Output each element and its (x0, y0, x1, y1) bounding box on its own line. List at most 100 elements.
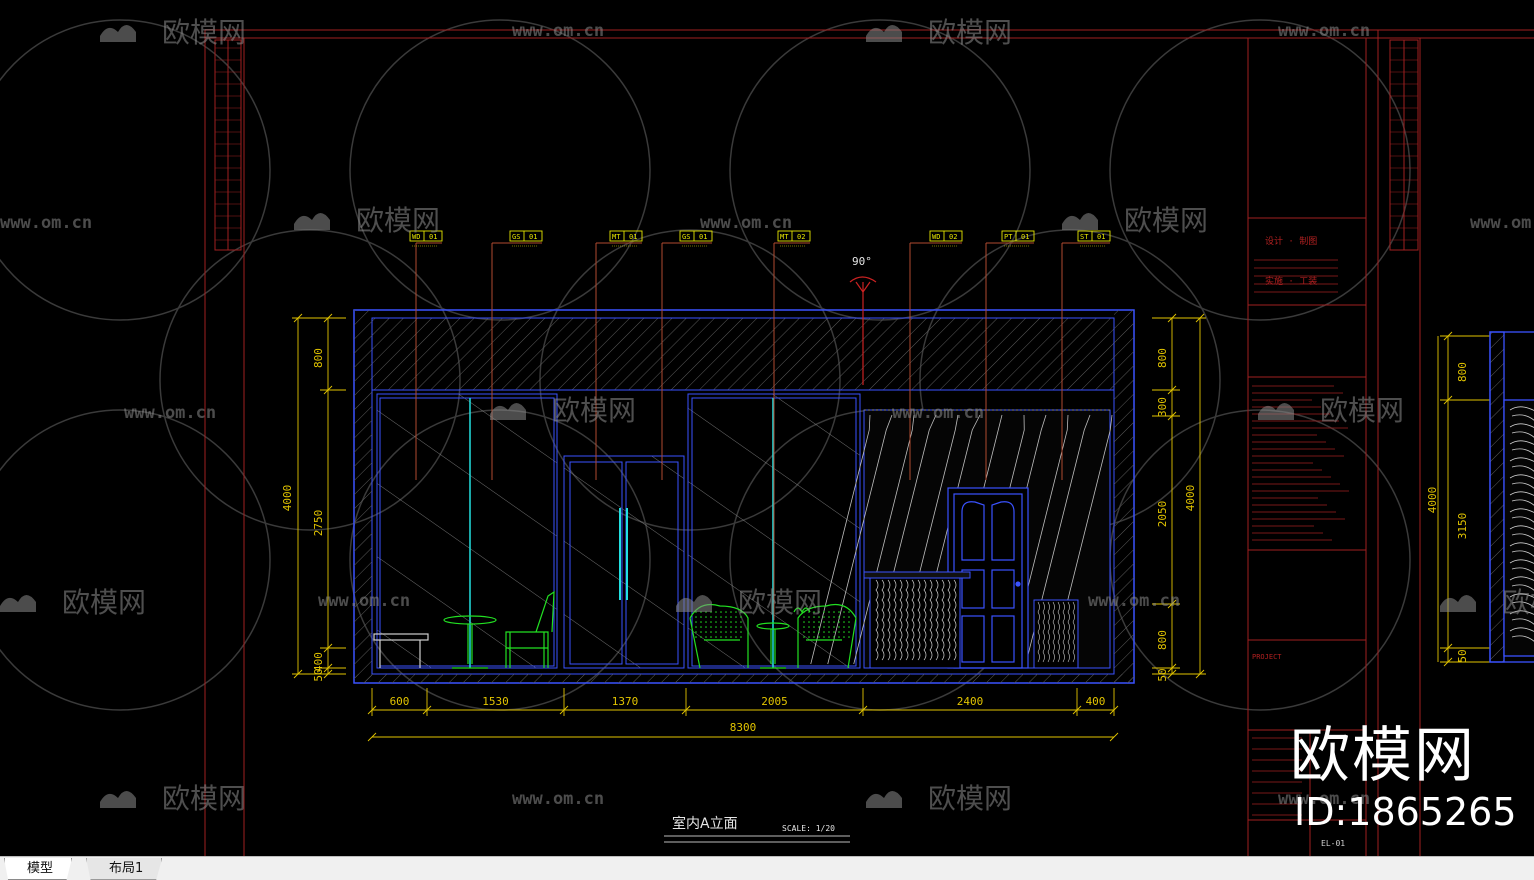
watermark-brand-text: 欧模网 (1124, 204, 1208, 237)
watermark-url: www.om.cn (1470, 213, 1534, 233)
material-tag-6: WD 02 (929, 230, 963, 247)
tab-model[interactable]: 模型 (4, 858, 73, 880)
dimension-value: 4000 (1184, 485, 1197, 512)
double-door (563, 455, 685, 669)
watermark-id: ID:1865265 (1294, 790, 1517, 834)
material-leaders (415, 242, 1110, 620)
material-tag-code: GS (512, 233, 520, 241)
dimension-value: 3150 (1456, 513, 1469, 540)
cad-model-space[interactable]: 设计 · 制图 实施 · 工装 PROJECT EL-01 (0, 0, 1534, 856)
material-tag-num: 01 (699, 233, 707, 241)
watermark-url: www.om.cn (1088, 591, 1180, 611)
dimension-value: 2005 (761, 695, 788, 708)
material-tag-code: MT (780, 233, 789, 241)
material-tag-num: 01 (429, 233, 437, 241)
watermark-brand-large: 欧模网 (1290, 721, 1476, 791)
title-block (1248, 217, 1366, 856)
material-tag-code: MT (612, 233, 621, 241)
material-tag-4: GS 01 (679, 230, 713, 247)
material-tag-code: WD (932, 233, 940, 241)
decorative-panel (1509, 406, 1534, 642)
watermark-url: www.om.cn (512, 789, 604, 809)
material-tag-3: MT 01 (609, 230, 643, 247)
counter-wood (875, 579, 957, 661)
tb-construct-header: 实施 · 工装 (1265, 275, 1317, 287)
drawing-title: 室内A立面 (672, 815, 738, 832)
watermark-brand-text: 欧模网 (162, 782, 246, 815)
watermark-brand: 欧模网 (490, 394, 636, 427)
title-block-notes (1252, 259, 1349, 816)
watermarks: 欧模网欧模网欧模网欧模网欧模网欧模网欧模网欧模网欧模网欧模网欧模网www.om.… (0, 16, 1534, 815)
dimension-value: 2400 (957, 695, 984, 708)
angle-label: 90° (852, 255, 872, 268)
tb-sheet-no: EL-01 (1321, 839, 1345, 848)
dimension-value: 50 (1156, 668, 1169, 681)
material-tag-7: PT 01 (1001, 230, 1035, 247)
dimension-value: 2750 (312, 510, 325, 537)
scale-label: SCALE: 1/20 (782, 824, 835, 833)
watermark-brand-text: 欧模网 (552, 394, 636, 427)
elevation-drawing: 设计 · 制图 实施 · 工装 PROJECT EL-01 (0, 16, 1534, 856)
watermark-brand: 欧模网 (866, 782, 1012, 815)
furniture (373, 590, 857, 669)
watermark-url: www.om.cn (512, 21, 604, 41)
watermark-brand: 欧模网 (1258, 394, 1404, 427)
watermark-url: www.om.cn (124, 403, 216, 423)
watermark-brand: 欧模网 (0, 586, 146, 619)
watermark-brand-text: 欧模网 (928, 16, 1012, 49)
dimension-value: 800 (312, 348, 325, 368)
material-tag-num: 01 (1097, 233, 1105, 241)
watermark-brand: 欧模网 (1440, 586, 1534, 619)
material-tag-5: MT 02 (777, 230, 811, 247)
watermark-url: www.om.cn (1278, 789, 1370, 809)
chair-pattern (695, 611, 850, 638)
material-tag-num: 01 (629, 233, 637, 241)
dimension-value: 1370 (612, 695, 639, 708)
watermark-brand-text: 欧模网 (356, 204, 440, 237)
layout-tab-bar: 模型 布局1 (0, 856, 1534, 880)
dimension-value: 800 (1456, 362, 1469, 382)
dimension-value: 300 (1156, 397, 1169, 417)
material-tag-num: 02 (797, 233, 805, 241)
watermark-brand: 欧模网 (294, 204, 440, 237)
angle-marker (849, 276, 877, 385)
watermark-url: www.om.cn (1278, 21, 1370, 41)
sheet-border (204, 29, 1534, 856)
watermark-brand-text: 欧模网 (1320, 394, 1404, 427)
dimension-value: 4000 (281, 485, 294, 512)
material-tag-8: ST 01 (1077, 230, 1111, 247)
dimension-value: 50 (312, 668, 325, 681)
watermark-brand: 欧模网 (100, 782, 246, 815)
dimension-value: 1530 (482, 695, 509, 708)
watermark-brand-text: 欧模网 (162, 16, 246, 49)
material-tag-code: GS (682, 233, 690, 241)
tab-layout1[interactable]: 布局1 (86, 858, 163, 880)
watermark-brand-text: 欧模网 (1502, 586, 1534, 619)
watermark-url: www.om.cn (892, 403, 984, 423)
reception-counter (863, 571, 971, 669)
watermark-brand-text: 欧模网 (62, 586, 146, 619)
watermark-url: www.om.cn (700, 213, 792, 233)
tb-project-label: PROJECT (1252, 653, 1282, 661)
watermark-url: www.om.cn (318, 591, 410, 611)
watermark-url: www.om.cn (0, 213, 92, 233)
material-tag-code: ST (1080, 233, 1089, 241)
dimension-value: 2050 (1156, 501, 1169, 528)
material-tag-num: 01 (1021, 233, 1029, 241)
material-tag-num: 02 (949, 233, 957, 241)
watermark-brand: 欧模网 (866, 16, 1012, 49)
material-tag-code: PT (1004, 233, 1013, 241)
dimension-value: 4000 (1426, 487, 1439, 514)
dimension-value: 8300 (730, 721, 757, 734)
cabinet-wood (1037, 601, 1075, 663)
watermark-brand: 欧模网 (1062, 204, 1208, 237)
dimension-value: 800 (1156, 630, 1169, 650)
strip-lines (215, 47, 1418, 241)
watermark-brand: 欧模网 (100, 16, 246, 49)
dimension-value: 50 (1456, 649, 1469, 662)
watermark-brand: 欧模网 (676, 586, 822, 619)
